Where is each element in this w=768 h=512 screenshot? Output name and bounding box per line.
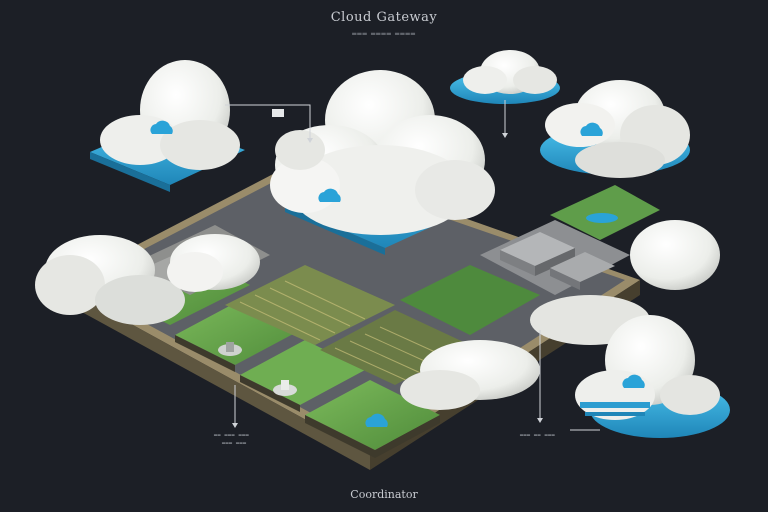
callout-right-bottom: ═══ ══ ═══ [520,433,556,439]
page-title: Cloud Gateway [330,10,438,25]
tile-park-front [305,380,440,450]
tile-meadow [400,265,540,335]
cloud-left-ground [35,235,185,325]
tile-corner-park [550,185,660,240]
callout-left-bottom: ══ ═══ ═══ [214,433,250,439]
cloud-icon [622,374,645,388]
cloud-icon [318,188,341,202]
cloud-top-small [450,50,560,104]
cloud-icon [150,120,173,134]
callout-box [272,109,284,117]
page-subtitle: ═══ ════ ════ [352,30,416,38]
cloud-cluster-residential [167,234,260,292]
callout-lines [225,100,600,431]
cloud-bottom-right [575,315,730,438]
tile-farmland [225,265,395,345]
ground-marker-south [273,380,297,396]
ground-marker-corner [586,213,618,223]
cloud-icon [365,413,388,427]
cloud-right [540,80,690,178]
footer-label: Coordinator [350,488,418,501]
cloud-right-ground [400,220,720,410]
ground-marker-west [218,342,242,356]
cloud-icon [580,122,603,136]
callout-left-bottom-sub: ═══ ═══ [222,441,247,447]
cloud-top-left [90,60,245,192]
cloud-central [270,70,495,255]
